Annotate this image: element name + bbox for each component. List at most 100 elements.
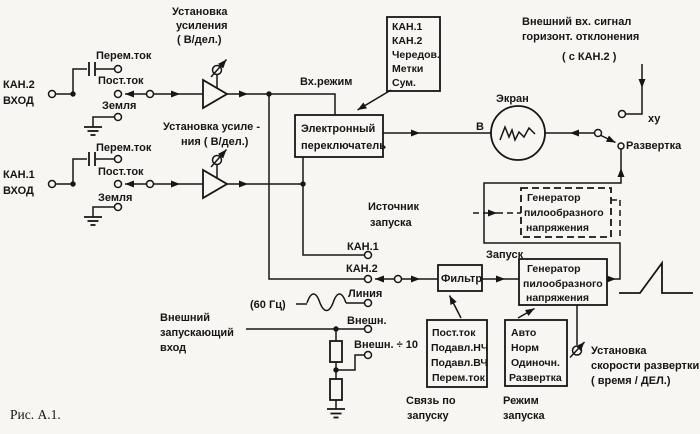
ext-trigger-label-2: запускающий bbox=[160, 327, 234, 339]
xy-contact bbox=[617, 109, 627, 119]
src-line-label: Линия bbox=[348, 288, 382, 300]
ch1-gnd-label: Земля bbox=[98, 192, 132, 204]
sweep-contact bbox=[617, 142, 625, 150]
screen-label: Экран bbox=[496, 93, 529, 105]
filter-label: Фильтр bbox=[441, 273, 482, 285]
mode-marks: Метки bbox=[392, 63, 423, 75]
xy-label: ху bbox=[648, 113, 661, 125]
ch2-ground-symbol bbox=[84, 126, 102, 136]
ch1-gain-label-2: ния ( В/дел.) bbox=[181, 136, 249, 148]
ch1-gain-label-1: Установка усиле - bbox=[163, 121, 260, 133]
ch1-port-label: ВХОД bbox=[3, 185, 34, 197]
trigger-signal-label: Запуск bbox=[486, 249, 524, 261]
divider-resistor-1 bbox=[329, 340, 343, 363]
ext-trigger-label-1: Внешний bbox=[160, 312, 210, 324]
filter-box bbox=[437, 264, 483, 292]
ch2-ac-label: Перем.ток bbox=[96, 50, 152, 62]
coupling-dc: Пост.ток bbox=[432, 327, 476, 339]
channel2-input-section: КАН.2 ВХОД Перем.ток Пост.ток Земля Уста… bbox=[3, 6, 365, 280]
dgen-line1: Генератор bbox=[527, 192, 581, 204]
sweep-speed-label-1: Установка bbox=[591, 345, 647, 357]
src-ext-label: Внешн. bbox=[347, 315, 387, 327]
screen-waveform bbox=[499, 124, 536, 143]
coupling-pointer-arrow bbox=[448, 295, 462, 319]
input-divider bbox=[327, 329, 365, 419]
trigger-source-label-1: Источник bbox=[368, 201, 420, 213]
ch2-amplifier bbox=[202, 78, 229, 110]
sweep-speed-label-2: скорости развертки bbox=[591, 360, 699, 372]
gen-line3: напряжения bbox=[526, 292, 589, 304]
ch2-dc-contact bbox=[113, 89, 123, 99]
coupling-hf-rej: Подавл.ВЧ bbox=[431, 357, 488, 369]
ch2-wiper-terminal bbox=[145, 89, 155, 99]
mode-auto: Авто bbox=[511, 327, 536, 339]
ch1-gain-adjust-arrow bbox=[210, 149, 228, 168]
horizontal-switch-section: Внешний вх. сигнал горизонт. отклонения … bbox=[522, 16, 682, 152]
gen-line1: Генератор bbox=[527, 263, 581, 275]
ext-trigger-label-3: вход bbox=[160, 342, 186, 354]
ch2-ground-wire bbox=[92, 116, 115, 127]
ch1-ac-contact bbox=[113, 154, 123, 164]
ch2-ac-contact bbox=[113, 64, 123, 74]
horizontal-wiper-arrow bbox=[600, 134, 616, 144]
trigger-path-section: Фильтр Пост.ток Подавл.НЧ Подавл.ВЧ Пере… bbox=[406, 264, 568, 422]
dgen-line3: напряжения bbox=[526, 222, 589, 234]
mode-sum: Сум. bbox=[392, 77, 416, 89]
src-line-contact bbox=[363, 298, 373, 308]
ch1-ground-symbol bbox=[84, 216, 102, 226]
ch2-gain-label-1: Установка bbox=[172, 6, 228, 18]
switcher-box-line1: Электронный bbox=[301, 123, 375, 135]
sweep-contact-label: Развертка bbox=[626, 140, 682, 152]
input-mode-list-box bbox=[386, 16, 441, 92]
ch1-amplifier bbox=[202, 168, 229, 200]
sweep-speed-label-3: ( время / ДЕЛ.) bbox=[591, 375, 671, 387]
ramp-generator-section: Генератор пилообразного напряжения Генер… bbox=[473, 149, 699, 387]
src-ch1-contact bbox=[363, 250, 373, 260]
trigger-wiper-terminal bbox=[393, 274, 403, 284]
src-ch2-label: КАН.2 bbox=[346, 263, 378, 275]
src-ch1-label: КАН.1 bbox=[347, 241, 379, 253]
sawtooth-waveform bbox=[619, 260, 693, 294]
ch1-gnd-contact bbox=[113, 202, 123, 212]
ch1-ground-wire bbox=[92, 206, 115, 217]
ch1-label: КАН.1 bbox=[3, 169, 35, 181]
electronic-switcher-box bbox=[294, 114, 384, 158]
ch1-dc-label: Пост.ток bbox=[98, 166, 144, 178]
ramp-to-sweep-routing bbox=[483, 168, 625, 280]
coupling-lf-rej: Подавл.НЧ bbox=[431, 342, 488, 354]
figure-caption: Рис. А.1. bbox=[10, 407, 61, 422]
src-ext10-label: Внешн. ÷ 10 bbox=[354, 339, 418, 351]
mode-alt: Чередов. bbox=[392, 49, 440, 61]
mode-list-pointer-arrow bbox=[357, 89, 392, 111]
dgen-line2: пилообразного bbox=[524, 207, 604, 219]
ch2-to-switcher-wire bbox=[269, 93, 336, 115]
ch2-port-label: ВХОД bbox=[3, 95, 34, 107]
ch2-gnd-contact bbox=[113, 112, 123, 122]
ch2-gain-label-3: ( В/дел.) bbox=[177, 34, 222, 46]
switcher-box-line2: переключатель bbox=[301, 140, 386, 152]
ch2-label: КАН.2 bbox=[3, 79, 35, 91]
ch2-dc-label: Пост.ток bbox=[98, 75, 144, 87]
vertical-input-label: В bbox=[476, 121, 484, 133]
input-mode-label: Вх.режим bbox=[300, 76, 352, 88]
ch2-gain-label-2: усиления bbox=[176, 20, 228, 32]
horizontal-wiper-terminal bbox=[593, 128, 603, 138]
ch2-input-terminal bbox=[47, 89, 57, 99]
ch1-to-trigger-wire bbox=[302, 184, 365, 256]
src-ext10-contact bbox=[363, 350, 373, 360]
ext-horizontal-label-3: ( с КАН.2 ) bbox=[562, 51, 617, 63]
coupling-ac: Перем.ток bbox=[432, 372, 486, 384]
trigger-source-label-2: запуска bbox=[370, 217, 413, 229]
ch1-input-terminal bbox=[47, 179, 57, 189]
sine-wave-symbol bbox=[306, 293, 347, 312]
divider-resistor-2 bbox=[329, 378, 343, 401]
ch2-gnd-label: Земля bbox=[102, 100, 136, 112]
src-ext-contact bbox=[363, 324, 373, 334]
trigger-coupling-box bbox=[426, 319, 488, 388]
screen-section: Экран В bbox=[476, 93, 546, 161]
ch1-ac-label: Перем.ток bbox=[96, 142, 152, 154]
mode-single: Одиночн. bbox=[511, 357, 560, 369]
ch1-wiper-terminal bbox=[145, 179, 155, 189]
